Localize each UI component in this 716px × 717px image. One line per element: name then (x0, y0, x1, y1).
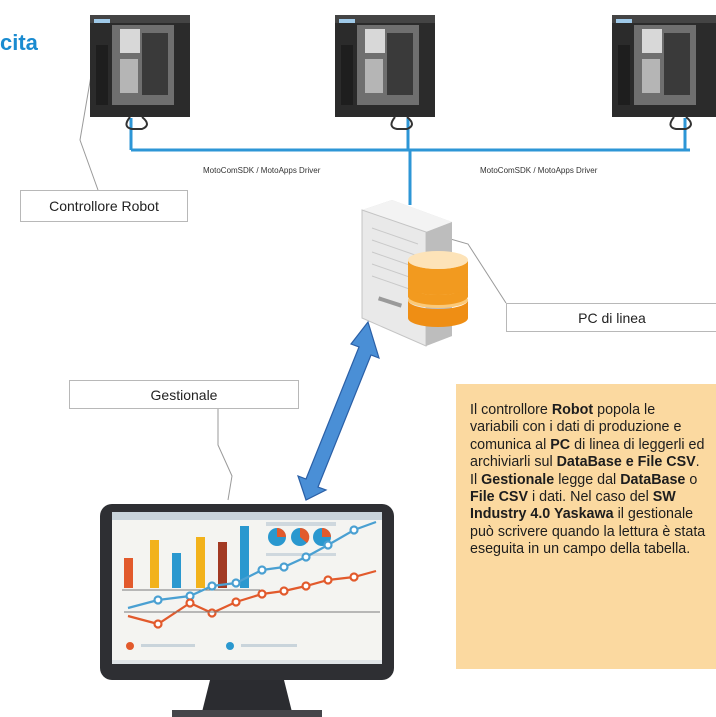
info-text-bold: Gestionale (481, 471, 555, 488)
controller-callout: Controllore Robot (20, 190, 188, 222)
double-arrow-icon (297, 320, 380, 501)
info-text-bold: Robot (551, 402, 594, 418)
info-text: . (695, 454, 700, 471)
info-text-bold: File CSV (470, 489, 528, 506)
network-bus (129, 118, 690, 205)
info-text: di linea di leggerli ed archiviarli sul (470, 436, 705, 471)
bus-label: MotoComSDK / MotoApps Driver (480, 166, 598, 175)
info-text-bold: DataBase e File CSV (556, 454, 696, 471)
pc-callout: PC di linea (506, 303, 716, 332)
robot-controller-cabinet-icon (90, 15, 190, 130)
info-text-bold: PC (550, 436, 571, 453)
info-text: o (685, 471, 698, 488)
gestionale-callout: Gestionale (69, 380, 299, 409)
database-icon (408, 251, 468, 327)
info-text: popola le variabili con i dati di produz… (470, 402, 682, 453)
chart-legend (112, 642, 382, 664)
info-text-bold: SW Industry 4.0 Yaskawa (470, 489, 676, 523)
bar-chart-icon (122, 526, 260, 591)
info-text: Il (470, 471, 482, 488)
line-chart-icon (124, 520, 380, 629)
robot-controller-cabinet-icon (612, 15, 716, 130)
info-text: il gestionale può scrivere quando la let… (470, 506, 706, 558)
page-title-fragment: cita (0, 30, 38, 55)
bus-label: MotoComSDK / MotoApps Driver (203, 166, 321, 175)
info-text: Il controllore (470, 402, 552, 418)
robot-controller-cabinet-icon (335, 15, 435, 130)
info-text-bold: DataBase (620, 471, 686, 488)
info-box: Il controllore Robot popola le variabili… (456, 384, 716, 669)
info-text: legge dal (554, 471, 621, 488)
info-text: i dati. Nel caso del (528, 489, 653, 506)
